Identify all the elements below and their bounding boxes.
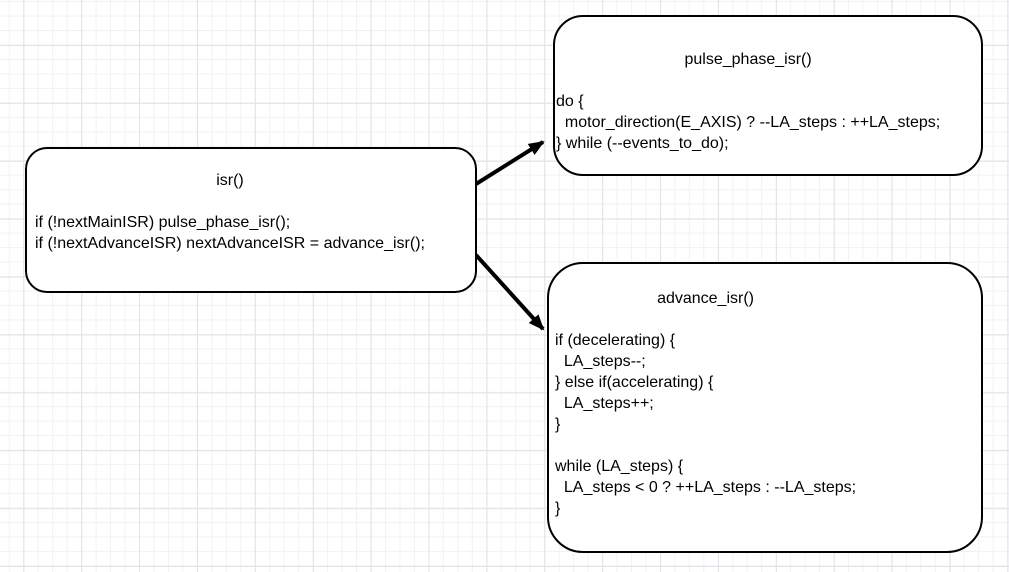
node-isr-content: isr() if (!nextMainISR) pulse_phase_isr(… xyxy=(35,170,425,254)
node-advance-isr-title: advance_isr() xyxy=(657,290,754,307)
node-isr-code: if (!nextMainISR) pulse_phase_isr(); if … xyxy=(35,214,425,252)
node-pulse-phase-isr-title: pulse_phase_isr() xyxy=(684,51,812,68)
node-isr[interactable]: isr() if (!nextMainISR) pulse_phase_isr(… xyxy=(25,147,477,293)
node-pulse-phase-isr[interactable]: pulse_phase_isr() do { motor_direction(E… xyxy=(553,15,983,176)
edge-isr-to-advance-isr[interactable] xyxy=(474,253,545,331)
node-pulse-phase-isr-code: do { motor_direction(E_AXIS) ? --LA_step… xyxy=(556,93,941,152)
node-advance-isr-content: advance_isr() if (decelerating) { LA_ste… xyxy=(555,288,856,519)
node-pulse-phase-isr-content: pulse_phase_isr() do { motor_direction(E… xyxy=(556,49,940,154)
edge-isr-to-pulse-phase-isr[interactable] xyxy=(474,140,545,186)
node-advance-isr-code: if (decelerating) { LA_steps--; } else i… xyxy=(555,332,857,517)
node-advance-isr[interactable]: advance_isr() if (decelerating) { LA_ste… xyxy=(547,262,983,553)
node-isr-title: isr() xyxy=(216,172,244,189)
